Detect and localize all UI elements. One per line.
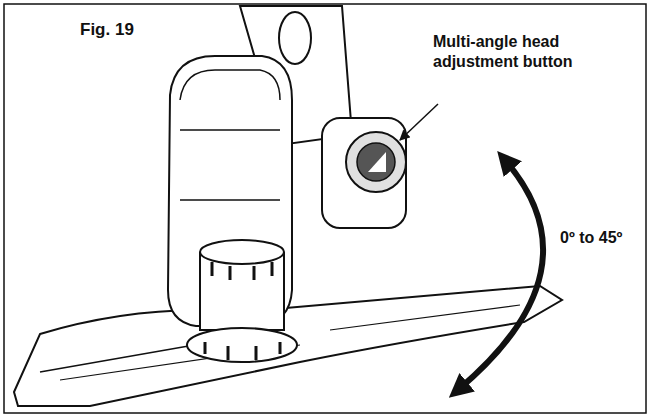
button-face (357, 143, 395, 181)
angle-label: 0º to 45º (560, 228, 642, 248)
rotation-arrow (458, 160, 543, 390)
part-label: Multi-angle head adjustment button (433, 32, 593, 72)
adjustment-button (346, 132, 406, 192)
handle-grip (279, 12, 311, 64)
guard-rib (60, 305, 520, 380)
figure-frame (4, 4, 646, 413)
button-triangle (368, 152, 386, 172)
housing-rib (180, 70, 280, 200)
pivot-hub (322, 118, 406, 228)
trim-line (40, 344, 200, 372)
figure-number: Fig. 19 (80, 20, 170, 40)
spool-top (200, 240, 284, 264)
spool-notch (205, 262, 280, 360)
leader-line (400, 104, 438, 140)
